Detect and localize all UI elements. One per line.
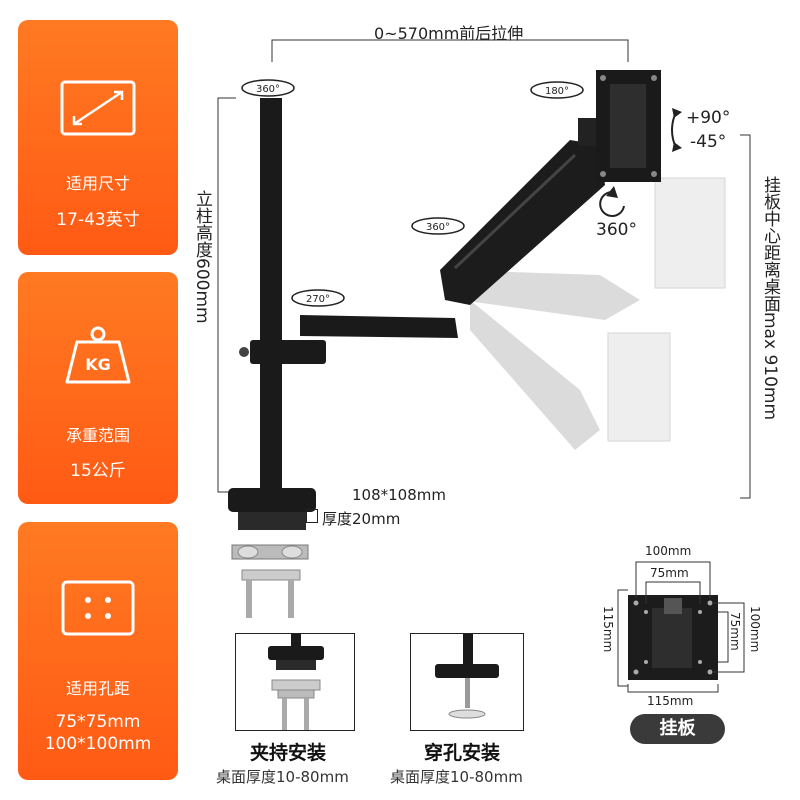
plate-right-outer-label: 100mm	[748, 606, 762, 653]
plate-left-label: 115mm	[601, 606, 615, 653]
grommet-install-subtitle: 桌面厚度10-80mm	[390, 768, 523, 786]
plate-height-label: 挂板中心距离桌面max 910mm	[760, 176, 780, 421]
grommet-install-image	[435, 634, 499, 719]
vesa-holes-icon	[61, 580, 135, 636]
tilt-down-label: -45°	[690, 132, 727, 152]
clamp-install-image	[268, 634, 324, 730]
plate-right-inner-label: 75mm	[728, 612, 742, 651]
pole-height-label: 立柱高度600mm	[192, 190, 212, 324]
weight-value: 15公斤	[70, 461, 126, 481]
clamp-install-panel	[235, 633, 355, 731]
grommet-install-title: 穿孔安装	[424, 742, 501, 764]
vesa-label: 适用孔距	[65, 679, 130, 698]
screen-size-icon	[60, 80, 136, 136]
rotate-badge-pole: 360°	[256, 84, 280, 95]
rotate-badge-arm: 360°	[426, 222, 450, 233]
screen-rotate-label: 360°	[596, 220, 637, 240]
kg-text: KG	[85, 355, 111, 374]
rotate-badge-head: 180°	[545, 86, 569, 97]
tilt-up-label: +90°	[686, 108, 731, 128]
thickness-marker	[306, 509, 318, 523]
vesa-value-2: 100*100mm	[44, 734, 152, 754]
plate-pill-label: 挂板	[630, 714, 725, 744]
size-label: 适用尺寸	[65, 174, 130, 193]
clamp-install-title: 夹持安装	[250, 742, 327, 764]
feature-card-size: 适用尺寸 17-43英寸	[18, 20, 178, 255]
plate-bottom-label: 115mm	[647, 694, 694, 708]
clamp-install-subtitle: 桌面厚度10-80mm	[216, 768, 349, 786]
plate-top-inner-label: 75mm	[650, 566, 689, 580]
weight-kg-icon: KG	[65, 326, 131, 384]
rotate-badge-joint: 270°	[306, 294, 330, 305]
feature-card-vesa: 适用孔距 75*75mm 100*100mm	[18, 522, 178, 780]
vesa-value-1: 75*75mm	[55, 712, 141, 732]
plate-top-outer-label: 100mm	[645, 544, 692, 558]
ghost-arm-positions	[455, 177, 726, 450]
size-value: 17-43英寸	[56, 210, 140, 230]
extension-label: 0~570mm前后拉伸	[374, 24, 524, 43]
feature-card-weight: KG 承重范围 15公斤	[18, 272, 178, 504]
base-size-label: 108*108mm	[352, 486, 446, 504]
grommet-install-panel	[410, 633, 524, 731]
base-thickness-label: 厚度20mm	[322, 510, 401, 528]
weight-label: 承重范围	[65, 426, 130, 445]
